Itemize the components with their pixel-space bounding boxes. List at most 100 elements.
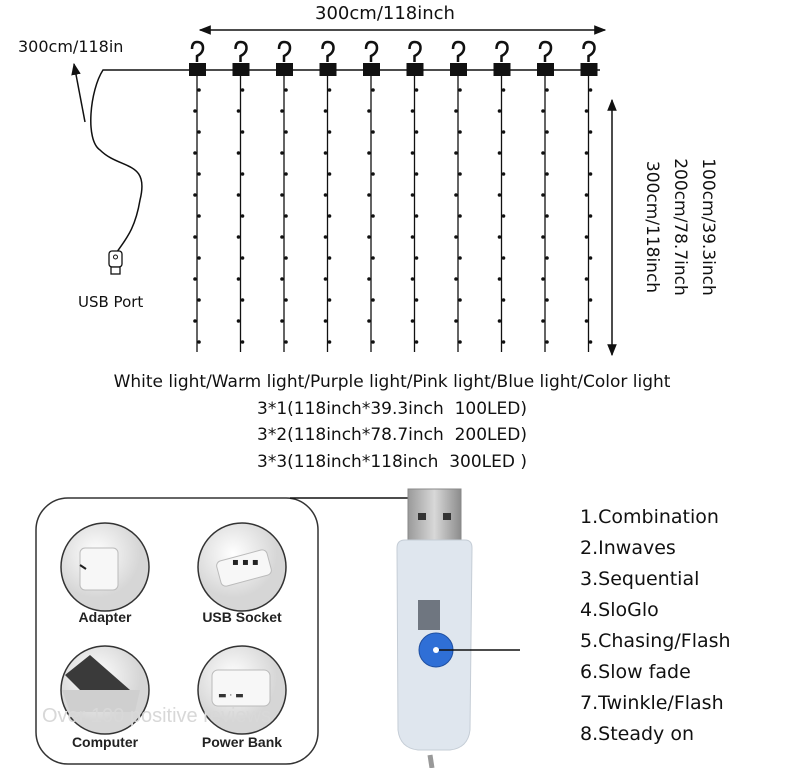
led-bulb [367, 235, 371, 239]
clip [276, 63, 293, 76]
led-bulb [497, 319, 502, 323]
led-bulb [541, 151, 545, 155]
led-bulb [327, 214, 332, 218]
led-bulb [280, 277, 284, 281]
led-bulb [327, 298, 332, 302]
led-bulb [414, 172, 419, 176]
led-bulb [197, 340, 201, 344]
button-center-dot [433, 647, 439, 653]
led-bulb [454, 277, 458, 281]
led-bulb [240, 130, 245, 134]
led-bulb [323, 319, 328, 323]
clip [319, 63, 337, 76]
light-strand [580, 40, 598, 352]
led-bulb [197, 172, 201, 176]
led-bulb [371, 298, 375, 302]
led-bulb [236, 277, 241, 281]
label-adapter: Adapter [79, 609, 132, 625]
size-option-3: 3*3(118inch*118inch 300LED ) [257, 452, 527, 472]
size-option-2: 3*2(118inch*78.7inch 200LED) [257, 425, 527, 445]
led-bulb [193, 277, 197, 281]
svg-text:▪ ▪ ▪: ▪ ▪ ▪ [232, 557, 259, 568]
clip [537, 63, 554, 76]
led-bulb [280, 109, 284, 113]
led-bulb [541, 235, 545, 239]
label-usb-socket: USB Socket [202, 609, 282, 625]
light-strand [406, 40, 424, 352]
led-bulb [454, 109, 458, 113]
mode-item: 1.Combination [580, 506, 719, 528]
led-bulb [197, 88, 201, 92]
led-bulb [454, 235, 458, 239]
light-strand [232, 40, 250, 352]
led-bulb [197, 214, 201, 218]
usb-controller-image [396, 488, 473, 768]
led-bulb [414, 130, 419, 134]
power-bank-image: ▬ · ▬ [197, 645, 287, 735]
led-bulb [588, 130, 593, 134]
led-bulb [414, 214, 419, 218]
led-bulb [193, 235, 197, 239]
height-label-2: 200cm/78.7inch [670, 158, 690, 296]
clip [232, 63, 250, 76]
led-bulb [588, 256, 593, 260]
led-bulb [410, 151, 415, 155]
led-bulb [193, 151, 197, 155]
led-bulb [588, 298, 593, 302]
mode-item: 3.Sequential [580, 568, 699, 590]
led-bulb [323, 235, 328, 239]
light-strand [493, 40, 511, 352]
led-bulb [280, 151, 284, 155]
height-label-1: 100cm/39.3inch [698, 158, 718, 296]
hook-icon [582, 40, 596, 62]
led-bulb [501, 298, 506, 302]
led-bulb [545, 172, 549, 176]
led-bulb [454, 319, 458, 323]
hook-icon [277, 40, 292, 62]
led-bulb [367, 151, 371, 155]
clip [580, 63, 598, 76]
led-bulb [236, 193, 241, 197]
led-bulb [541, 319, 545, 323]
led-bulb [414, 88, 419, 92]
led-bulb [284, 172, 288, 176]
modes-list: 1.Combination 2.Inwaves 3.Sequential 4.S… [580, 506, 731, 745]
led-bulb [284, 88, 288, 92]
led-bulb [197, 130, 201, 134]
led-bulb [371, 214, 375, 218]
curtain-strands [189, 40, 598, 352]
led-bulb [410, 319, 415, 323]
led-bulb [497, 235, 502, 239]
led-bulb [284, 298, 288, 302]
hook-icon [190, 40, 205, 62]
light-strand [537, 40, 554, 352]
height-label-3: 300cm/118inch [642, 161, 662, 293]
led-bulb [284, 130, 288, 134]
led-bulb [197, 298, 201, 302]
led-bulb [584, 319, 589, 323]
led-bulb [236, 151, 241, 155]
led-bulb [584, 235, 589, 239]
led-bulb [588, 88, 593, 92]
adapter-image [60, 522, 150, 612]
led-bulb [458, 214, 462, 218]
led-bulb [501, 256, 506, 260]
led-bulb [501, 88, 506, 92]
led-bulb [323, 193, 328, 197]
led-bulb [327, 88, 332, 92]
color-options: White light/Warm light/Purple light/Pink… [114, 372, 671, 392]
svg-text:▬ · ▬: ▬ · ▬ [218, 691, 244, 701]
led-bulb [541, 277, 545, 281]
label-power-bank: Power Bank [202, 734, 282, 750]
led-bulb [193, 193, 197, 197]
led-bulb [458, 340, 462, 344]
led-bulb [414, 256, 419, 260]
led-bulb [497, 277, 502, 281]
led-bulb [240, 340, 245, 344]
led-bulb [458, 130, 462, 134]
hook-icon [451, 40, 466, 62]
led-bulb [367, 319, 371, 323]
led-bulb [280, 193, 284, 197]
led-bulb [367, 109, 371, 113]
